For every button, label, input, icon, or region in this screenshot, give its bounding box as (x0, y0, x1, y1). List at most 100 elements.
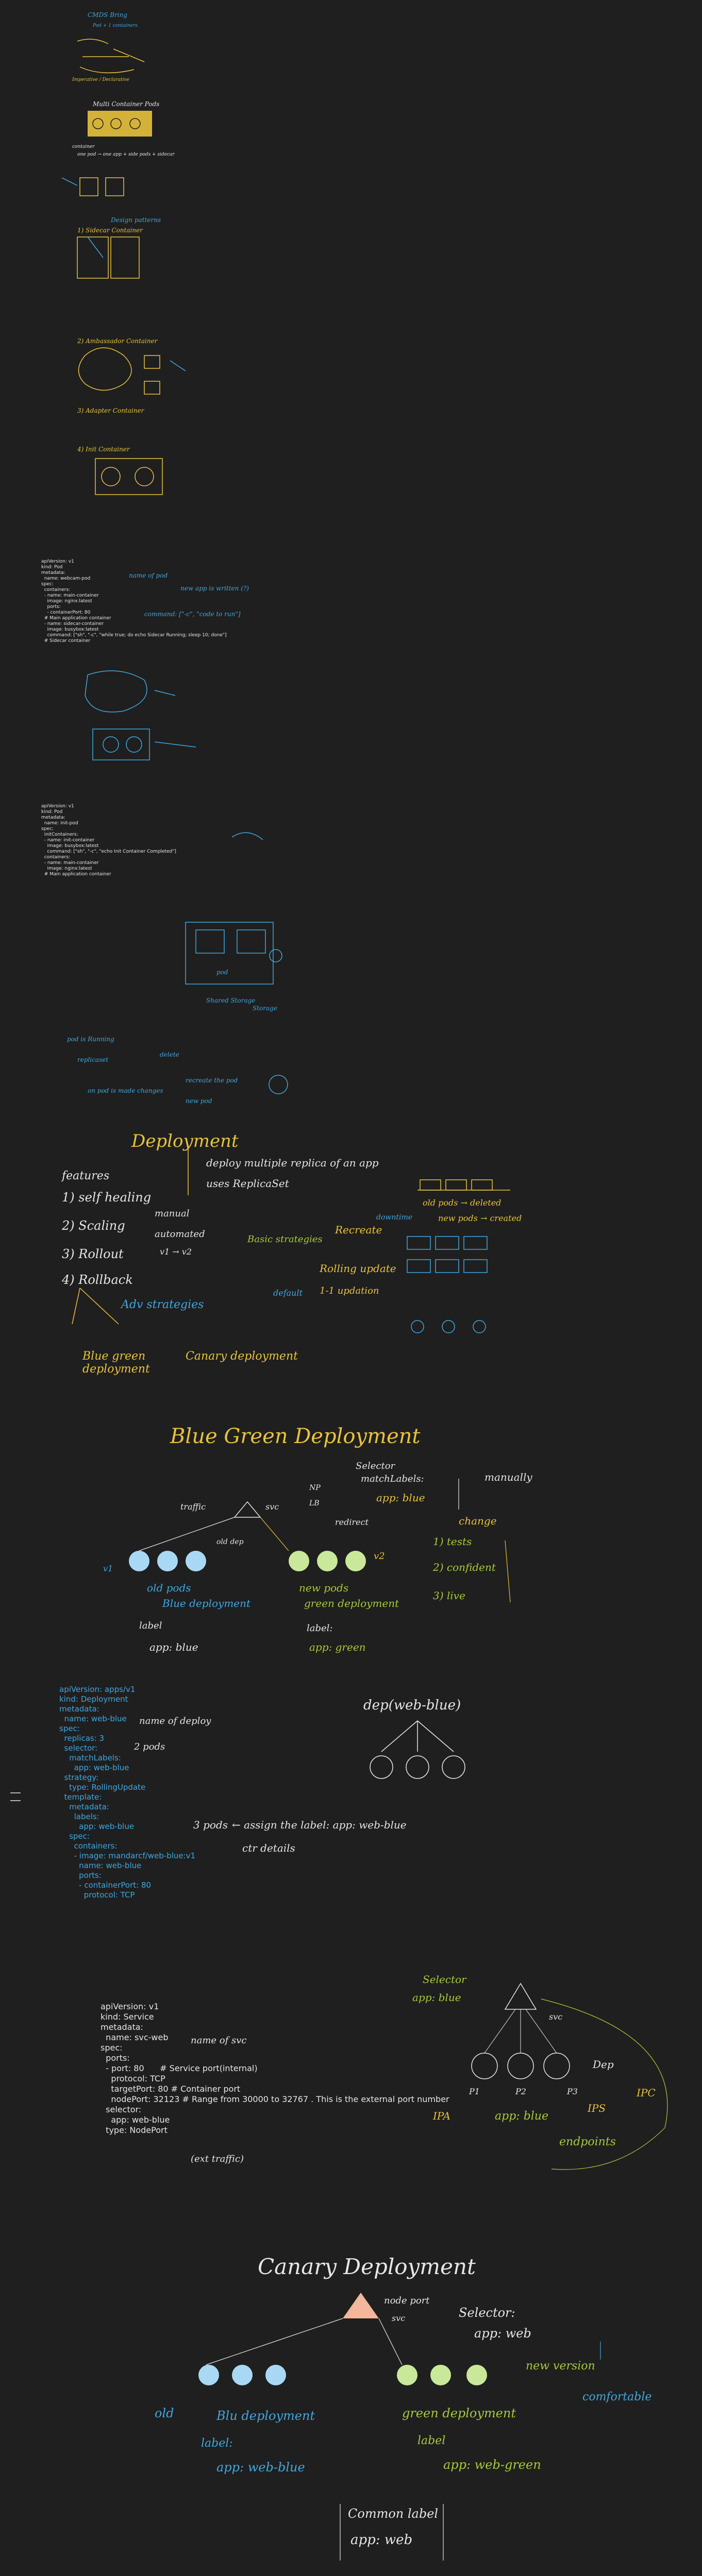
yaml3-line: metadata: (59, 1704, 99, 1714)
init-label: 4) Init Container (77, 446, 130, 453)
service-line: type: NodePort (101, 2125, 168, 2135)
yaml2-line: image: nginx:latest (41, 866, 92, 871)
yaml3-line: matchLabels: (59, 1753, 121, 1762)
yaml2-note2: pod (216, 969, 228, 976)
yaml3-line: labels: (59, 1812, 99, 1821)
yaml3-line: containers: (59, 1841, 118, 1851)
canary-diagram (198, 2293, 601, 2561)
section1-title: CMDS Bring (88, 11, 127, 19)
service-line: spec: (101, 2043, 123, 2053)
yaml2-strokes (185, 832, 288, 1094)
service-line: - port: 80 # Service port(internal) (101, 2063, 258, 2073)
canary-title: Canary Deployment (258, 2254, 476, 2279)
adv-strategies: Adv strategies (121, 1298, 204, 1311)
yaml2-line: spec: (41, 826, 54, 832)
service-line: kind: Service (101, 2012, 154, 2022)
yaml2-note7: recreate the pod (186, 1077, 238, 1084)
basic-strategies: Basic strategies (247, 1234, 323, 1245)
yaml3-line: protocol: TCP (59, 1890, 135, 1900)
bg-green-deployment: green deployment (304, 1597, 399, 1609)
bg-label2-value: app: green (309, 1641, 366, 1653)
svc-name-note: name of svc (191, 2035, 247, 2046)
yaml2-line: initContainers: (41, 832, 78, 837)
rollout-v1-v2: v1 → v2 (160, 1247, 192, 1257)
yaml1-line: name: webcam-pod (41, 576, 91, 581)
multi-container-box (88, 111, 152, 137)
strategy-rolling: Rolling update (320, 1262, 396, 1275)
service-diagram (471, 1982, 668, 2170)
svc-p2: P2 (515, 2087, 526, 2096)
bg-selector: Selector (356, 1461, 395, 1471)
bg-lb: LB (309, 1499, 320, 1507)
yaml3-line: app: web-blue (59, 1763, 129, 1772)
yaml2-line: # Main application container (41, 872, 111, 877)
yaml2-note3: Storage (253, 1005, 277, 1012)
service-line: apiVersion: v1 (101, 2002, 159, 2011)
bg-app-blue: app: blue (376, 1492, 425, 1504)
yaml2-line: - name: main-container (41, 860, 99, 866)
yaml1-line: kind: Pod (41, 565, 63, 570)
deployment-uses-line: uses ReplicaSet (206, 1177, 289, 1190)
yaml3-line: name: web-blue (59, 1714, 127, 1723)
svc-ext-traffic: (ext traffic) (191, 2154, 244, 2164)
bg-label1-value: app: blue (149, 1641, 198, 1653)
yaml3-line: spec: (59, 1724, 80, 1733)
service-line: name: svc-web (101, 2032, 169, 2042)
section2-strokes (77, 177, 163, 495)
service-line: selector: (101, 2105, 142, 2114)
bg-redirect: redirect (335, 1517, 369, 1527)
yaml2-line: kind: Pod (41, 809, 63, 815)
yaml2-note6: delete (160, 1051, 179, 1058)
adapter-label: 3) Adapter Container (77, 407, 144, 414)
yaml2-note5: replicaset (77, 1056, 109, 1063)
service-line: ports: (101, 2053, 130, 2063)
deployment-title: Deployment (131, 1131, 239, 1151)
bg-manually: manually (484, 1471, 532, 1483)
yaml2-note8: on pod is made changes (88, 1087, 163, 1094)
yaml1-line: ports: (41, 604, 61, 609)
yaml3-line: metadata: (59, 1802, 109, 1811)
design-patterns-label: Design patterns (111, 216, 161, 224)
yaml2-line: image: busybox:latest (41, 843, 99, 849)
service-line: protocol: TCP (101, 2074, 165, 2083)
yaml1-line: command: ["sh", "-c", "while true; do ec… (41, 633, 227, 638)
strategy-default: default (273, 1288, 303, 1298)
svc-dep: Dep (593, 2058, 614, 2071)
section1-line2: Imperative / Declarative (72, 77, 129, 82)
bg-live: 3) live (433, 1589, 465, 1602)
svc-app-blue: app: blue (412, 1991, 461, 2004)
yaml2-line: name: init-pod (41, 821, 78, 826)
service-code: apiVersion: v1 kind: Service metadata: n… (101, 2002, 449, 2136)
yaml1-line: # Sidecar container (41, 638, 91, 643)
svc-label: svc (549, 2012, 563, 2022)
yaml3-ctr: ctr details (242, 1842, 295, 1854)
downtime-label: downtime (376, 1213, 413, 1222)
canary-label2-value: app: web-green (443, 2458, 541, 2472)
svc-ipa: IPA (433, 2110, 450, 2122)
yaml3-line: apiVersion: apps/v1 (59, 1685, 136, 1694)
canary-common-value: app: web (350, 2532, 413, 2548)
yaml3-two-pods: 2 pods (134, 1741, 165, 1752)
yaml2-note9: new pod (186, 1097, 212, 1105)
yaml3-line: type: RollingUpdate (59, 1783, 146, 1792)
multi-container-line2: one pod → one app + side pods + sidecar (77, 152, 175, 157)
bg-label2: label: (307, 1623, 333, 1634)
yaml1-note2: new app is written (?) (180, 585, 249, 592)
bg-label1: label (139, 1620, 162, 1631)
canary-node-port: node port (384, 2295, 430, 2306)
yaml3-line: spec: (59, 1832, 90, 1841)
yaml2-line: command: ["sh", "-c", "echo Init Contain… (41, 849, 176, 854)
yaml3-dep-title: dep(web-blue) (363, 1698, 461, 1713)
canary-old: old (155, 2406, 174, 2420)
bg-np: NP (309, 1484, 321, 1492)
deployment-deploy-line: deploy multiple replica of an app (206, 1157, 379, 1169)
yaml1-line: containers: (41, 587, 71, 592)
deployment-features: features (62, 1170, 110, 1182)
yaml1-note1: name of pod (129, 572, 168, 579)
service-line: metadata: (101, 2022, 143, 2032)
scaling-manual: manual (155, 1208, 190, 1219)
bg-tests: 1) tests (433, 1535, 472, 1548)
yaml1-line: metadata: (41, 570, 65, 575)
deployment-strokes (72, 1149, 510, 1325)
